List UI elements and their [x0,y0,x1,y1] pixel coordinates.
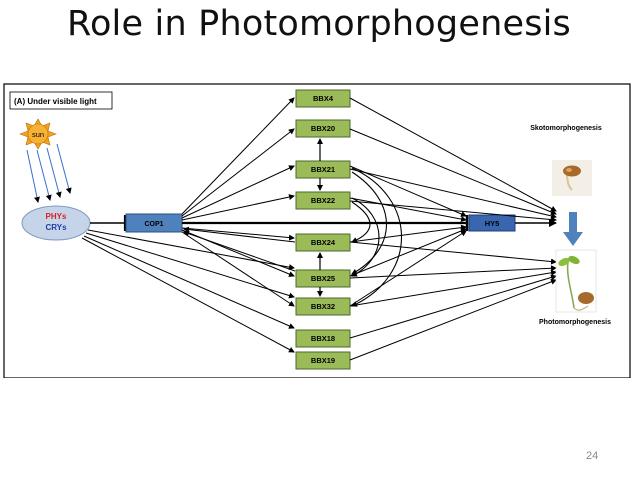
page-number: 24 [586,450,599,462]
panel-label-box [9,91,113,110]
bbx-label: BBX18 [311,334,335,343]
panel-label: (A) Under visible light [14,97,97,106]
bbx-box [295,329,351,348]
down-arrow-icon [563,212,583,246]
pathway-diagram: (A) Under visible light sun PHYs CRYs CO… [3,83,631,378]
phys-label: PHYs [46,212,67,221]
crys-label: CRYs [45,223,67,232]
bbx-box-group [295,89,351,370]
hy5-label: HY5 [485,219,500,228]
skoto-label: Skotomorphogenesis [530,125,602,132]
photo-label: Photomorphogenesis [539,319,611,326]
bbx-box [295,119,351,138]
bbx-curved-interactions [351,167,402,307]
cop1-to-bbx-arrows [181,97,295,307]
bbx-labels: BBX4 BBX20 BBX21 BBX22 BBX24 BBX25 BBX32… [311,94,336,365]
bbx-label: BBX32 [311,302,335,311]
bbx-to-phenotype-arrows [349,97,557,361]
bbx-box [295,351,351,370]
bbx-box [295,297,351,316]
cop1-label: COP1 [144,221,163,228]
bbx-to-cop1-feedback [183,226,296,272]
bbx-label: BBX19 [311,356,335,365]
light-rays [26,143,72,203]
light-seedling-image [555,249,597,313]
slide-title: Role in Photomorphogenesis [67,4,571,44]
bbx-label: BBX25 [311,274,335,283]
sun-icon [19,118,57,150]
bbx-label: BBX21 [311,165,335,174]
dark-seedling-image [552,160,592,196]
bbx-box [295,191,351,210]
bbx-label: BBX20 [311,124,335,133]
bbx-label: BBX22 [311,196,335,205]
bbx-label: BBX24 [311,238,336,247]
receptor-to-bbx-arrows [81,229,295,353]
bbx-label: BBX4 [313,94,334,103]
bbx-to-hy5-arrows [349,165,467,307]
bbx-box [295,269,351,288]
sun-label: sun [32,130,44,139]
